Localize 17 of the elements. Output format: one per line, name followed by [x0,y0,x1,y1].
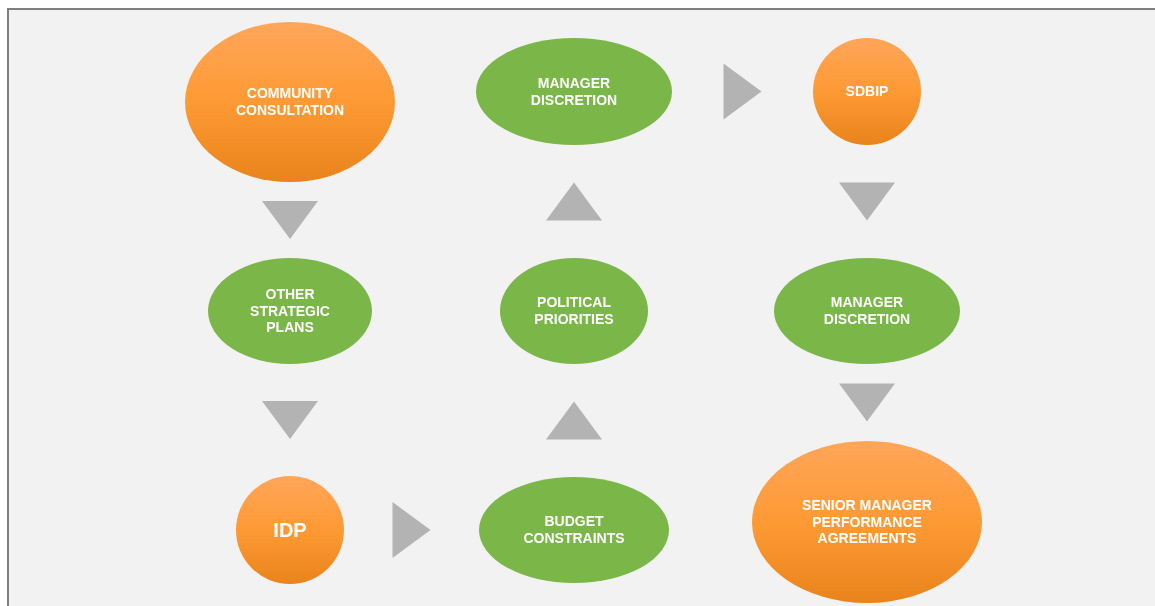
node-label: IDP [273,518,307,542]
arrow [546,182,602,221]
node-label: POLITICAL PRIORITIES [533,294,615,328]
node-label: MANAGER DISCRETION [822,294,912,328]
node-label: SENIOR MANAGER PERFORMANCE AGREEMENTS [801,496,933,548]
arrow [839,182,895,221]
arrow [839,383,895,422]
arrow [723,63,762,120]
node-label: BUDGET CONSTRAINTS [522,513,626,547]
node-label: MANAGER DISCRETION [529,74,619,109]
arrow [262,201,318,239]
arrow [262,401,318,439]
node-label: COMMUNITY CONSULTATION [234,85,346,119]
node-label: OTHER STRATEGIC PLANS [249,285,331,337]
arrow [546,401,602,440]
arrow [392,502,431,558]
node-label: SDBIP [845,83,889,100]
